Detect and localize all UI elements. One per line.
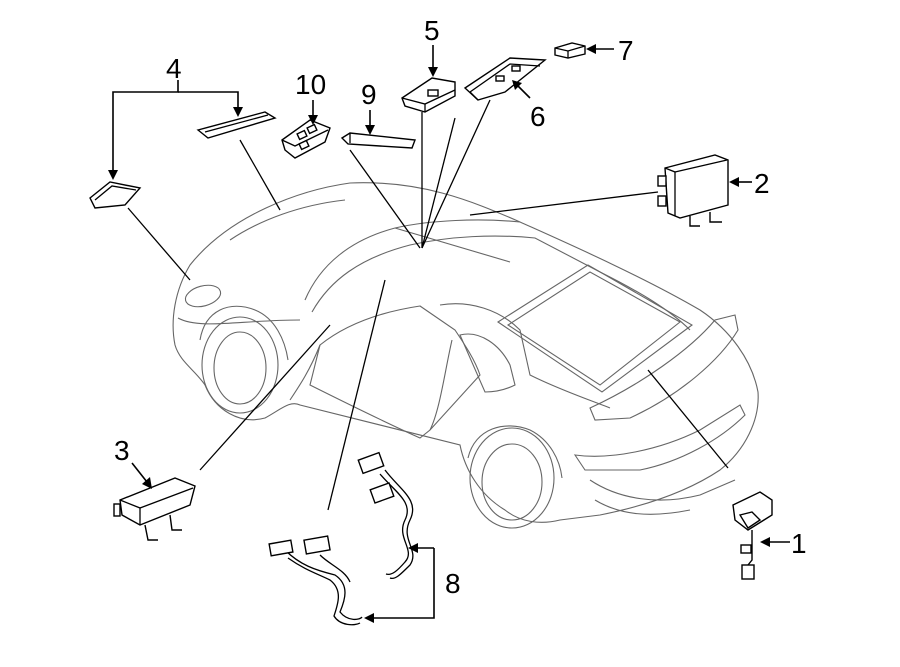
label-9: 9 xyxy=(361,79,377,110)
car-outline xyxy=(172,182,759,529)
part-6-bracket xyxy=(463,57,547,101)
label-7: 7 xyxy=(618,35,634,66)
part-3-module xyxy=(113,477,196,541)
label-3: 3 xyxy=(114,435,130,466)
part-9-strip xyxy=(340,132,416,149)
label-5: 5 xyxy=(424,15,440,46)
part-10-switch xyxy=(281,119,331,159)
callout-labels: 1 2 3 4 5 6 7 8 9 10 xyxy=(114,15,807,599)
part-7-clip xyxy=(554,42,586,59)
callout-arrows xyxy=(108,44,790,623)
label-1: 1 xyxy=(791,528,807,559)
part-1-sensor xyxy=(732,491,773,580)
part-2-module xyxy=(657,154,729,227)
label-8: 8 xyxy=(445,568,461,599)
part-4-pads xyxy=(89,111,277,209)
label-10: 10 xyxy=(295,69,326,100)
label-2: 2 xyxy=(754,168,770,199)
part-8-harness xyxy=(268,451,414,626)
leader-lines xyxy=(127,99,729,511)
label-4: 4 xyxy=(166,53,182,84)
label-6: 6 xyxy=(530,101,546,132)
part-5-bracket xyxy=(401,77,456,113)
